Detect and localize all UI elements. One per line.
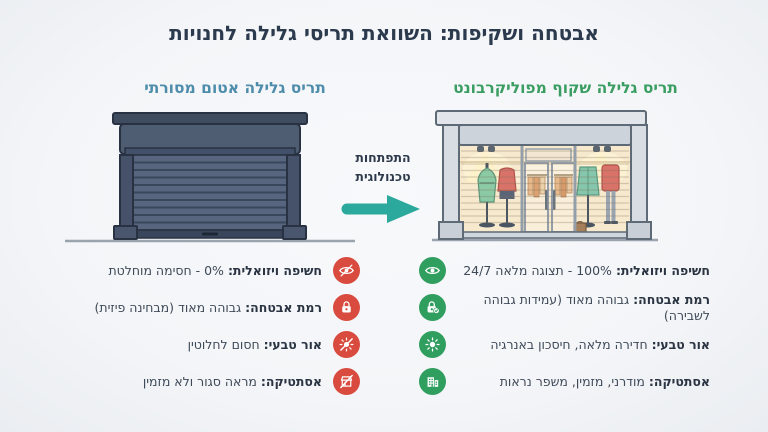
left-column-header: תריס גלילה אטום מסורתי (144, 79, 326, 97)
page-title: אבטחה ושקיפות: השוואת תריסי גלילה לחנויו… (169, 21, 599, 45)
storefront-off-icon (333, 368, 360, 395)
comparison-text: אסתטיקה: מראה סגור ולא מזמין (142, 373, 322, 389)
closed-shutter-illustration (65, 112, 355, 243)
comparison-text: אסתטיקה: מודרני, מזמין, משפר נראות (499, 373, 710, 389)
evolution-label: התפתחות טכנולוגית (355, 150, 411, 184)
buildings-icon (419, 368, 446, 395)
right-column-header: תריס גלילה שקוף מפוליקרבונט (453, 79, 678, 97)
comparison-text: רמת אבטחה: גבוהה מאוד (מבחינה פיזית) (94, 299, 323, 315)
arrow-right-icon (341, 195, 420, 223)
transparent-shutter-storefront-illustration (432, 110, 658, 242)
list-item: אסתטיקה: מראה סגור ולא מזמין (55, 363, 360, 400)
comparison-text: חשיפה ויזואלית: 0% - חסימה מוחלטת (108, 262, 322, 278)
comparison-text: אור טבעי: חסום לחלוטין (187, 336, 322, 352)
right-comparison-list: חשיפה ויזואלית: 100% - תצוגה מלאה 24/7 ר… (419, 252, 710, 400)
list-item: חשיפה ויזואלית: 0% - חסימה מוחלטת (55, 252, 360, 289)
comparison-text: רמת אבטחה: גבוהה מאוד (עמידות גבוהה לשבי… (483, 291, 710, 323)
eye-icon (419, 257, 446, 284)
list-item: אור טבעי: חסום לחלוטין (55, 326, 360, 363)
list-item: רמת אבטחה: גבוהה מאוד (מבחינה פיזית) (55, 289, 360, 326)
lock-check-icon (419, 294, 446, 321)
left-comparison-list: חשיפה ויזואלית: 0% - חסימה מוחלטת רמת אב… (55, 252, 360, 400)
list-item: אור טבעי: חדירה מלאה, חיסכון באנרגיה (419, 326, 710, 363)
comparison-text: חשיפה ויזואלית: 100% - תצוגה מלאה 24/7 (463, 262, 710, 278)
list-item: רמת אבטחה: גבוהה מאוד (עמידות גבוהה לשבי… (419, 289, 710, 326)
lock-icon (333, 294, 360, 321)
list-item: אסתטיקה: מודרני, מזמין, משפר נראות (419, 363, 710, 400)
comparison-text: אור טבעי: חדירה מלאה, חיסכון באנרגיה (490, 336, 710, 352)
eye-off-icon (333, 257, 360, 284)
list-item: חשיפה ויזואלית: 100% - תצוגה מלאה 24/7 (419, 252, 710, 289)
sun-off-icon (333, 331, 360, 358)
sun-icon (419, 331, 446, 358)
